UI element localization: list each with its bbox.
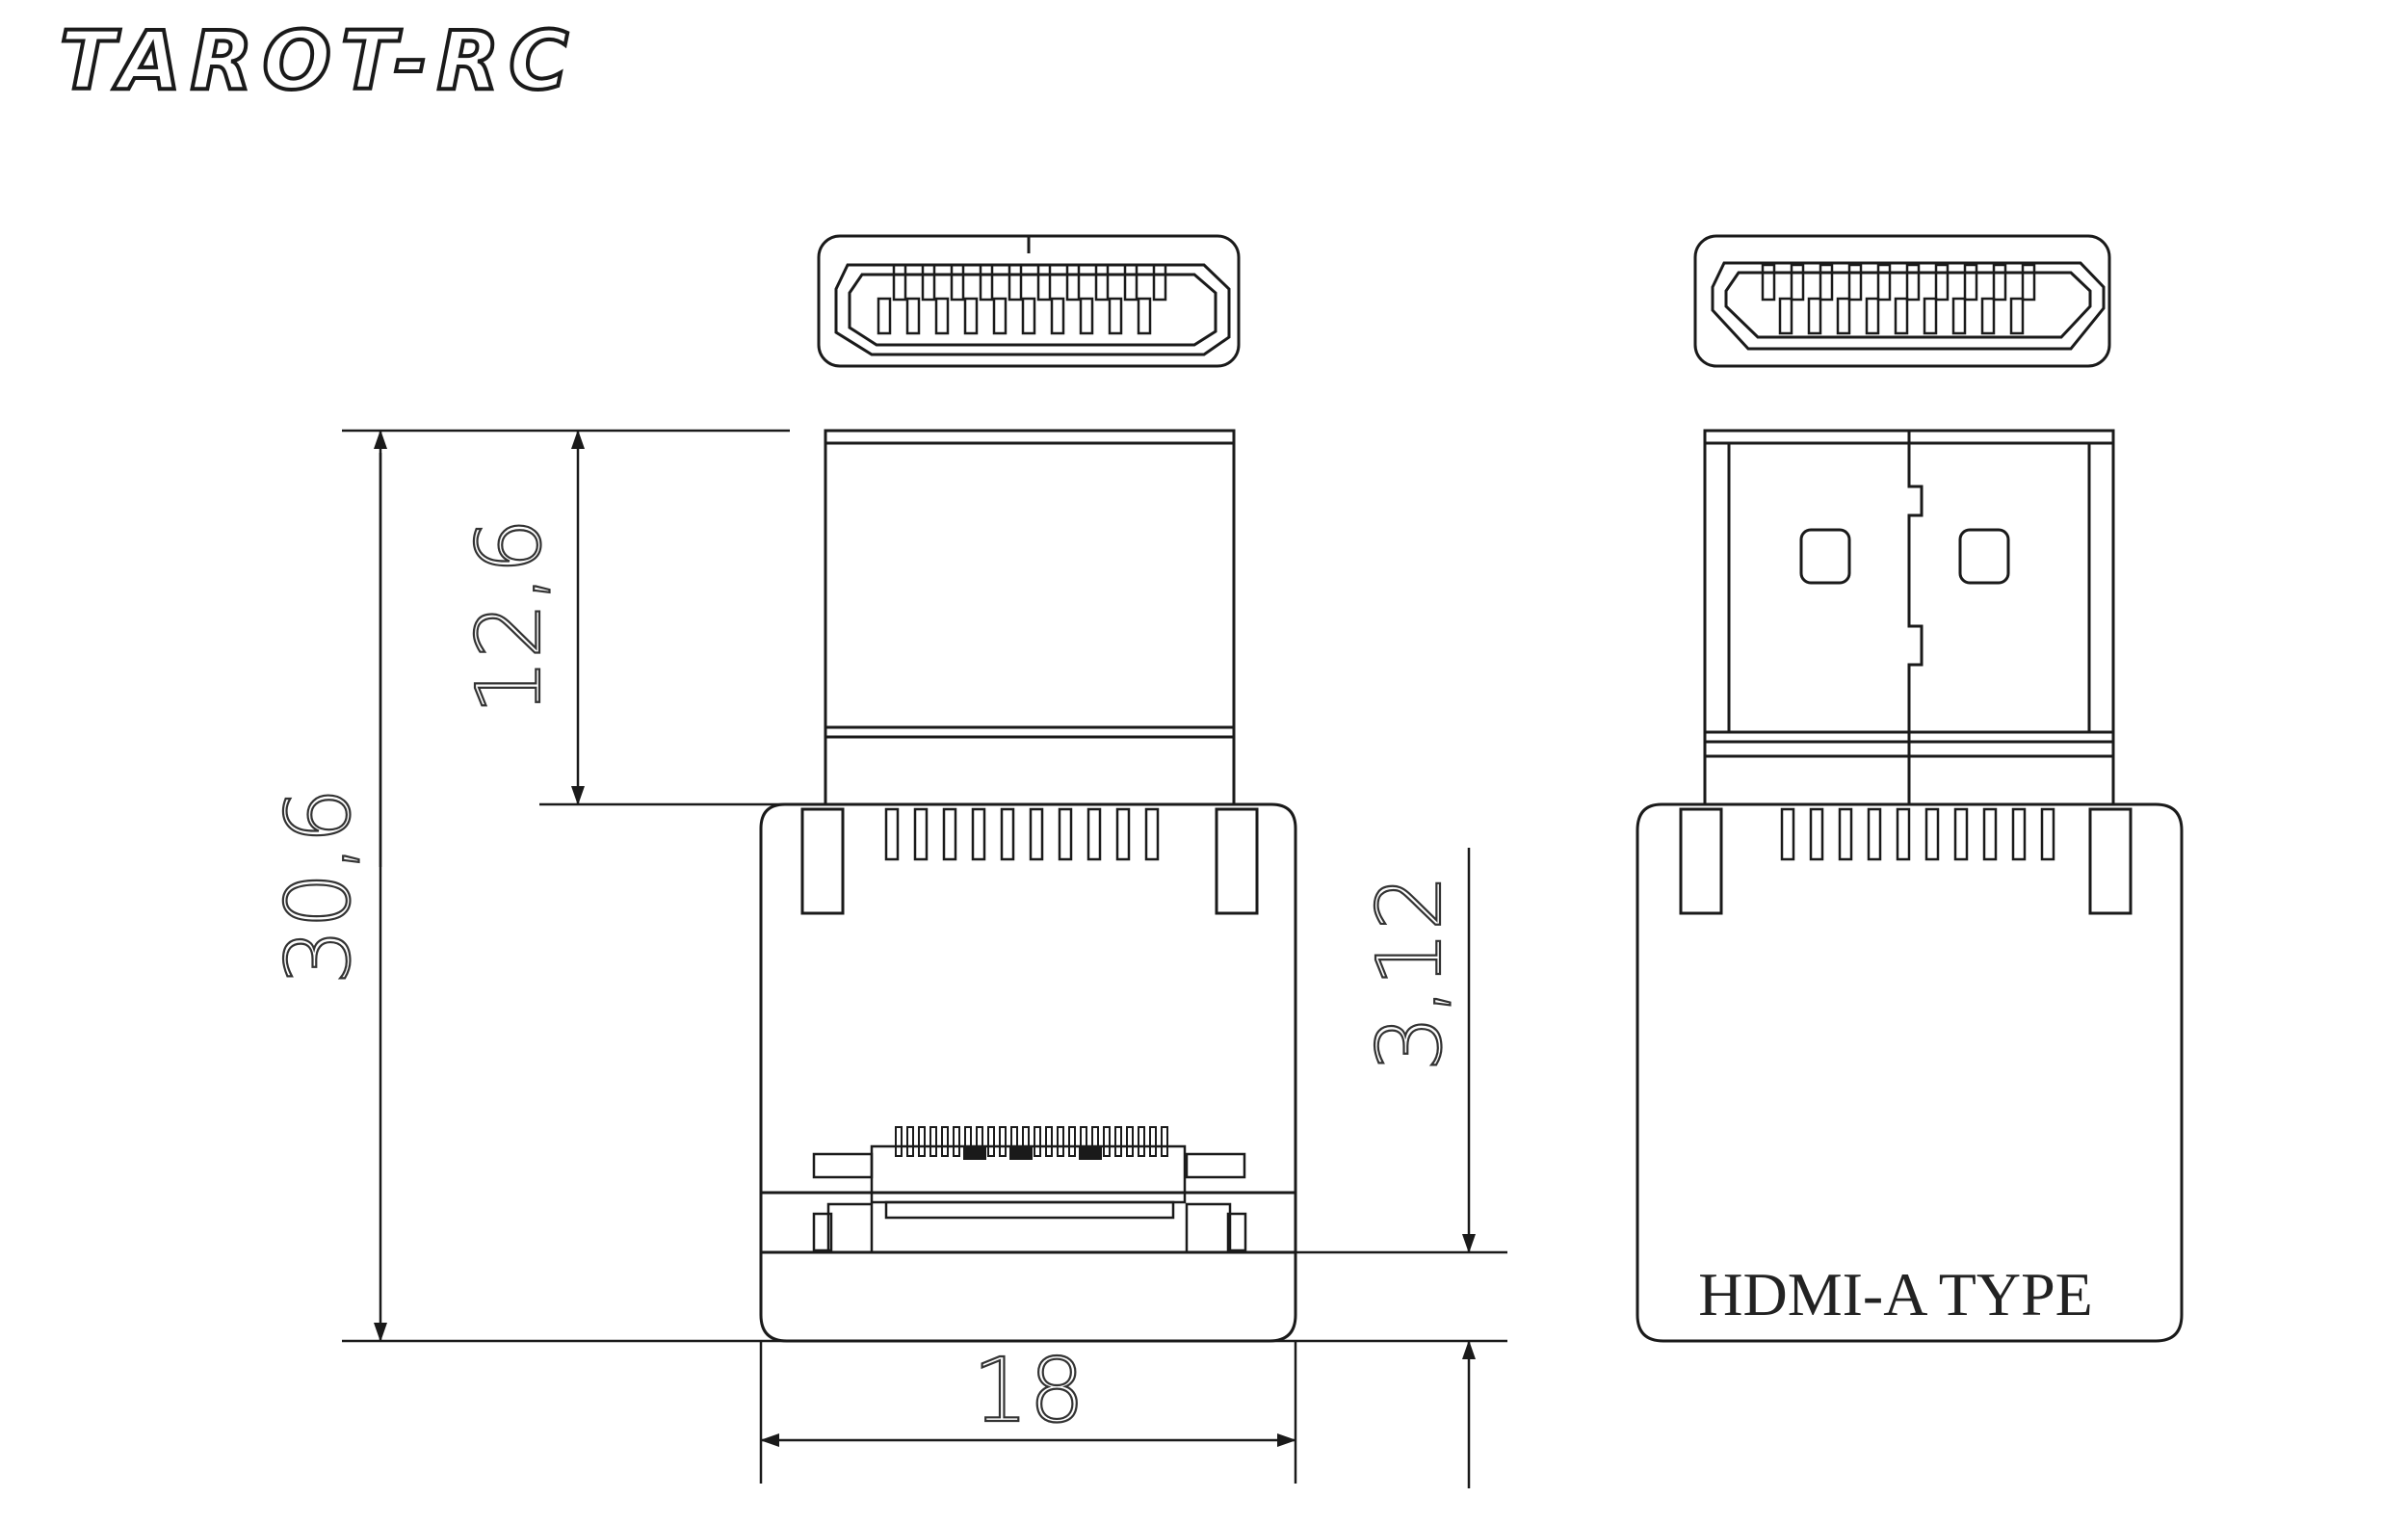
fpc-pin — [1034, 1126, 1041, 1157]
connector-type-label: HDMI-A TYPE — [1698, 1260, 2093, 1328]
pin — [921, 263, 936, 302]
contact-tooth — [1000, 807, 1015, 861]
fpc-pin — [929, 1126, 937, 1157]
fpc-pin — [1138, 1126, 1145, 1157]
fpc-pin — [1114, 1126, 1122, 1157]
contact-tooth — [1953, 807, 1969, 861]
pin — [1108, 297, 1123, 335]
fpc-pin — [918, 1126, 926, 1157]
left-plug-body — [824, 429, 1236, 806]
pin — [1992, 263, 2007, 302]
fpc-connector-detail — [812, 1126, 1247, 1254]
pin — [1123, 263, 1139, 302]
contact-tooth — [1838, 807, 1853, 861]
dimension-lines — [342, 429, 1507, 1488]
contact-tooth — [1780, 807, 1795, 861]
pin — [2009, 297, 2025, 335]
contact-tooth — [1144, 807, 1160, 861]
contact-tooth — [1924, 807, 1940, 861]
pin — [1894, 297, 1909, 335]
pin — [1065, 263, 1081, 302]
pin — [1778, 297, 1793, 335]
rear-view — [1636, 234, 2184, 1343]
brand-logo: TAROT-RC — [60, 13, 578, 108]
fpc-pin — [1045, 1126, 1053, 1157]
pin — [2021, 263, 2036, 302]
pin — [963, 297, 979, 335]
pin — [1761, 263, 1776, 302]
pin — [892, 263, 907, 302]
fpc-pin — [906, 1126, 914, 1157]
contact-tooth — [1896, 807, 1911, 861]
pin — [1980, 297, 1996, 335]
fpc-pin — [999, 1126, 1007, 1157]
fpc-pin — [1149, 1126, 1157, 1157]
pin — [1050, 297, 1065, 335]
fpc-pin — [941, 1126, 949, 1157]
fpc-pin — [895, 1126, 903, 1157]
pin — [1008, 263, 1023, 302]
contact-tooth — [1867, 807, 1882, 861]
fpc-pin — [1068, 1126, 1076, 1157]
dim-label-base-thickness: 3,12 — [1358, 875, 1461, 1072]
pin — [1819, 263, 1834, 302]
pin — [1094, 263, 1110, 302]
contact-tooth — [942, 807, 957, 861]
pin — [1951, 297, 1967, 335]
pin — [1152, 263, 1167, 302]
pin — [1790, 263, 1805, 302]
pin — [1847, 263, 1863, 302]
dim-label-plug-height: 12,6 — [458, 518, 561, 716]
pin — [877, 297, 892, 335]
pin — [1876, 263, 1892, 302]
contact-tooth — [971, 807, 986, 861]
right-base-housing — [1636, 802, 2184, 1343]
pin — [1079, 297, 1094, 335]
front-view — [759, 234, 1297, 1343]
pin — [1836, 297, 1851, 335]
fpc-pin — [987, 1126, 995, 1157]
pin — [1807, 297, 1822, 335]
fpc-pin — [953, 1126, 960, 1157]
right-plug-end-view — [1693, 234, 2111, 368]
pin — [1137, 297, 1152, 335]
fpc-pin — [1161, 1126, 1168, 1157]
contact-tooth — [884, 807, 900, 861]
pin — [1036, 263, 1052, 302]
pin — [905, 297, 921, 335]
contact-tooth — [1982, 807, 1998, 861]
contact-tooth — [2040, 807, 2055, 861]
contact-tooth — [1086, 807, 1102, 861]
pin — [1905, 263, 1921, 302]
left-plug-end-view — [817, 234, 1241, 368]
pin — [934, 297, 950, 335]
dim-label-width: 18 — [972, 1339, 1085, 1442]
pin — [979, 263, 994, 302]
contact-tooth — [1115, 807, 1131, 861]
contact-tooth — [913, 807, 929, 861]
fpc-pin — [1126, 1126, 1134, 1157]
pin — [992, 297, 1008, 335]
contact-tooth — [1029, 807, 1044, 861]
pin — [1934, 263, 1950, 302]
dim-label-total-height: 30,6 — [267, 788, 370, 985]
pin — [1923, 297, 1938, 335]
pin — [1865, 297, 1880, 335]
fpc-pin — [1103, 1126, 1111, 1157]
pin — [950, 263, 965, 302]
pin — [1021, 297, 1036, 335]
fpc-pin — [1057, 1126, 1064, 1157]
contact-tooth — [1058, 807, 1073, 861]
contact-tooth — [2011, 807, 2027, 861]
contact-tooth — [1809, 807, 1824, 861]
pin — [1963, 263, 1978, 302]
